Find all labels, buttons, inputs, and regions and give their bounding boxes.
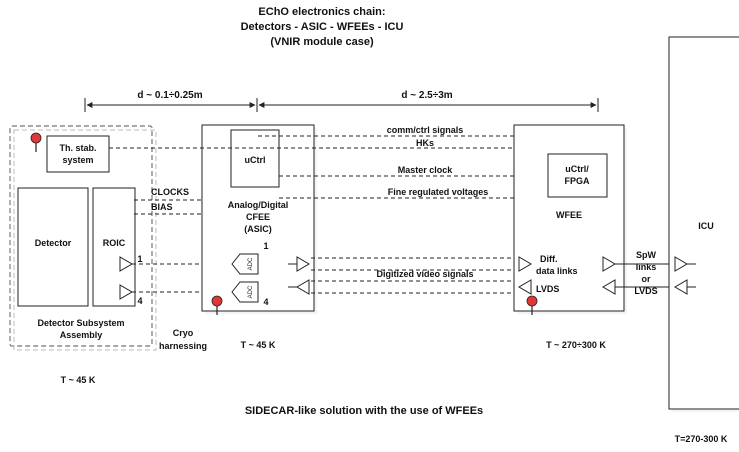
wfee-block: uCtrl/ FPGA WFEE Diff. data links LVDS: [513, 124, 627, 315]
adc-4-icon: [231, 281, 259, 303]
icu-label: ICU: [698, 221, 714, 231]
distance-long-label: d ~ 2.5÷3m: [401, 90, 452, 101]
wfee-fpga-box: [547, 153, 608, 198]
wfee-label: WFEE: [556, 210, 582, 220]
wfee-fpga-line-1: uCtrl/: [565, 164, 589, 174]
asic-label-2: CFEE: [246, 212, 270, 222]
thermometer-icon: [30, 132, 42, 152]
roic-label: ROIC: [103, 238, 126, 248]
detector-box: [17, 187, 89, 307]
wfee-diff-line-1: Diff.: [540, 254, 558, 264]
hk-label: HKs: [416, 138, 434, 148]
roic-channel-first: 1: [137, 254, 142, 264]
bias-label: BIAS: [151, 202, 173, 212]
roic-channel-last: 4: [137, 296, 142, 306]
wfee-receiver-icon: [518, 256, 532, 272]
detector-subsystem-assembly: Th. stab. system Detector ROIC 1 4 Detec…: [9, 125, 157, 351]
cryo-harnessing-2: harnessing: [159, 341, 207, 351]
asic-uctrl-label: uCtrl: [245, 155, 266, 165]
distance-short: d ~ 0.1÷0.25m: [84, 90, 258, 112]
adc-4-label: ADC: [248, 285, 254, 298]
asic-receiver-in-icon: [296, 279, 310, 295]
icu-temperature: T=270-300 K: [675, 434, 728, 444]
detector-assembly-caption-2: Assembly: [60, 330, 103, 340]
title-line-3: (VNIR module case): [270, 36, 374, 48]
spw-label-3: or: [642, 274, 651, 284]
thermal-stab-system-box: [46, 135, 110, 173]
footer-caption: SIDECAR-like solution with the use of WF…: [245, 405, 483, 417]
asic-uctrl-box: [230, 129, 280, 188]
roic-box: [92, 187, 136, 307]
wfee-diff-line-2: data links: [536, 266, 578, 276]
wfee-spw-out-icon: [602, 256, 616, 272]
wfee-thermometer-icon: [526, 295, 538, 315]
roic-driver-4-icon: [119, 284, 133, 300]
asic-channel-first: 1: [263, 241, 268, 251]
detector-assembly-caption-1: Detector Subsystem: [37, 318, 124, 328]
distance-short-label: d ~ 0.1÷0.25m: [137, 90, 202, 101]
thermal-stab-line-1: Th. stab.: [59, 143, 96, 153]
asic-label-1: Analog/Digital: [228, 200, 289, 210]
asic-channel-last: 4: [263, 297, 268, 307]
master-clock-label: Master clock: [398, 165, 454, 175]
cryo-harnessing-1: Cryo: [173, 328, 194, 338]
icu-receiver-icon: [674, 256, 688, 272]
regulated-voltages-label: Fine regulated voltages: [388, 187, 489, 197]
asic-thermometer-icon: [211, 295, 223, 315]
adc-1-label: ADC: [248, 257, 254, 270]
wfee-temperature: T ~ 270÷300 K: [546, 340, 606, 350]
video-signals-label: Digitized video signals: [376, 269, 473, 279]
clocks-label: CLOCKS: [151, 187, 189, 197]
wfee-fpga-line-2: FPGA: [564, 176, 590, 186]
asic-label-3: (ASIC): [244, 224, 272, 234]
title-line-2: Detectors - ASIC - WFEEs - ICU: [241, 21, 404, 33]
title-line-1: EChO electronics chain:: [258, 6, 385, 18]
spw-label-1: SpW: [636, 250, 657, 260]
detector-temperature: T ~ 45 K: [61, 375, 96, 385]
spw-label-2: links: [636, 262, 657, 272]
adc-1-icon: [231, 253, 259, 275]
icu-block: ICU: [668, 36, 739, 412]
comm-ctrl-label: comm/ctrl signals: [387, 125, 464, 135]
roic-driver-1-icon: [119, 256, 133, 272]
wfee-driver-icon: [518, 279, 532, 295]
distance-long: d ~ 2.5÷3m: [258, 90, 599, 112]
detector-label: Detector: [35, 238, 72, 248]
asic-temperature: T ~ 45 K: [241, 340, 276, 350]
wfee-lvds-label: LVDS: [536, 284, 559, 294]
thermal-stab-line-2: system: [62, 155, 93, 165]
spw-label-4: LVDS: [634, 286, 657, 296]
asic-block: uCtrl Analog/Digital CFEE (ASIC) 1 4 ADC…: [201, 124, 317, 315]
